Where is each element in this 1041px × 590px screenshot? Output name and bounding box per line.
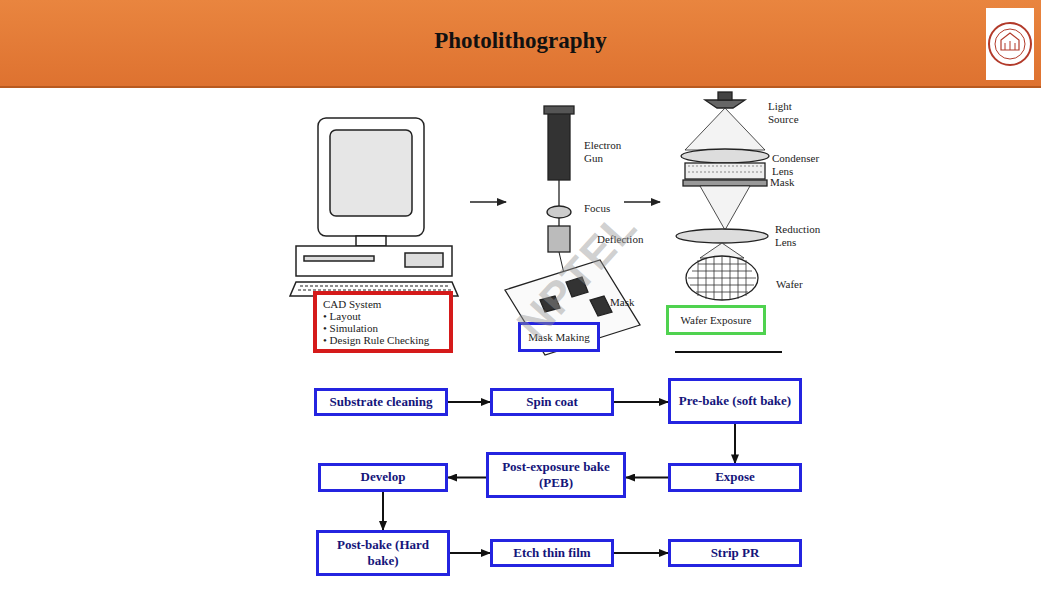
part-label: Mask [610,296,634,309]
flow-arrow [448,477,486,479]
stage-caption-box: Wafer Exposure [666,305,766,335]
logo [986,8,1034,80]
rule-line [675,351,782,353]
box-text: Pre-bake (soft bake) [679,393,791,409]
process-box: Substrate cleaning [314,388,448,416]
box-text: Develop [361,469,406,485]
part-label: Condenser Lens [772,152,824,177]
box-text: • Design Rule Checking [323,334,429,346]
process-box: Post-bake (Hard bake) [316,530,450,576]
part-label: Wafer [776,278,803,291]
box-heading: CAD System [323,298,429,310]
box-text: Strip PR [711,545,760,561]
flow-arrow [448,401,490,403]
process-box: Expose [668,463,802,491]
flow-arrow [382,492,384,530]
wafer-dies [688,256,756,300]
slide-title: Photolithography [0,28,1041,54]
part-label: Mask [770,176,794,189]
process-box: Develop [318,463,448,491]
box-text: Post-bake (Hard bake) [323,537,443,570]
flow-arrow [626,477,668,479]
computer [290,118,458,296]
cad-system-box: CAD System• Layout• Simulation• Design R… [313,291,453,353]
box-text: Etch thin film [513,545,590,561]
box-text: • Simulation [323,322,429,334]
flow-arrow [614,401,668,403]
part-label: Electron Gun [584,139,636,164]
box-text: Expose [715,469,755,485]
box-text: Substrate cleaning [330,394,433,410]
box-text: Post-exposure bake (PEB) [493,459,619,492]
process-box: Etch thin film [490,539,614,567]
exposure-system [676,92,769,300]
process-box: Pre-bake (soft bake) [668,378,802,424]
part-label: Reduction Lens [775,223,827,248]
stage-arrow [470,201,506,203]
flow-arrow [614,552,668,554]
process-box: Strip PR [668,539,802,567]
box-text: • Layout [323,310,429,322]
process-box: Spin coat [490,388,614,416]
box-text: Wafer Exposure [681,314,752,326]
flow-arrow [734,424,736,463]
flow-arrow [450,552,490,554]
stage-arrow [624,201,660,203]
process-box: Post-exposure bake (PEB) [486,452,626,498]
part-label: Light Source [768,100,820,125]
box-text: Spin coat [526,394,578,410]
